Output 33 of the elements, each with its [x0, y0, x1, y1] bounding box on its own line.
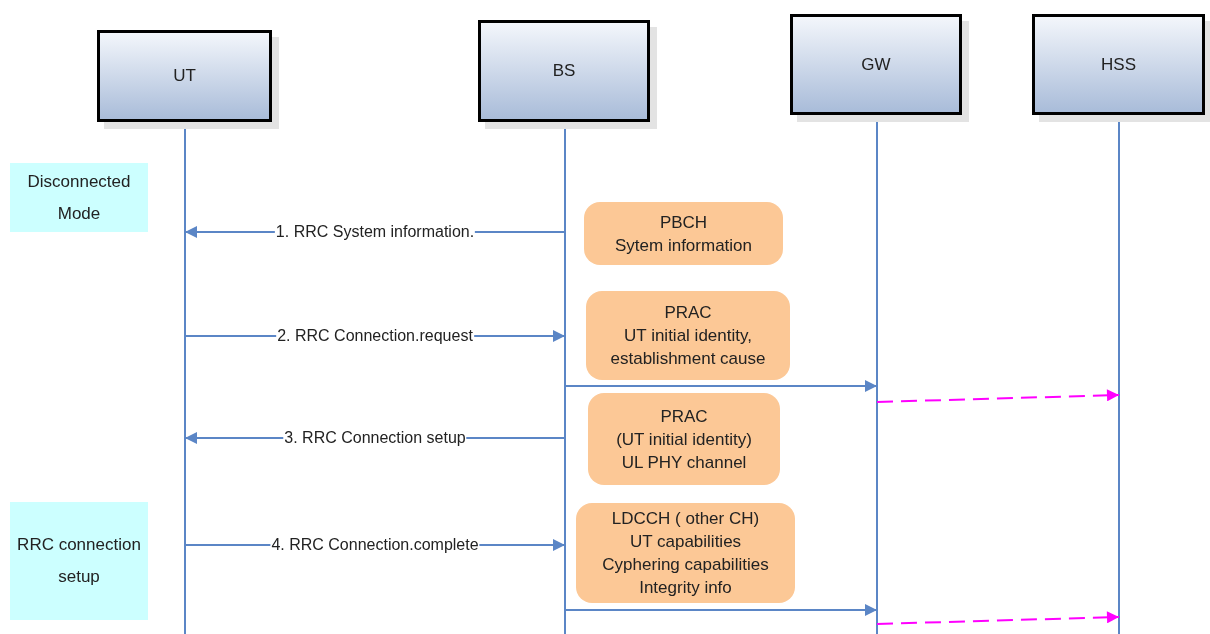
node-text: UT initial identity, establishment cause — [609, 325, 767, 370]
channel-box — [588, 393, 780, 485]
message-arrow — [876, 389, 1120, 403]
channel-box — [584, 202, 783, 265]
node-text: PBCH — [659, 211, 708, 234]
edge-label: 1. RRC System information. — [274, 223, 476, 241]
node-text: Cyphering capabilities — [602, 554, 769, 576]
edge-label: 2. RRC Connection.request — [276, 327, 474, 345]
node-text: PRAC — [660, 405, 708, 428]
message-arrow — [184, 432, 566, 444]
node-text: Sytem information — [615, 234, 752, 257]
node-text: (UT initial identity) — [616, 428, 752, 451]
node-text: RRC connection setup — [16, 534, 142, 588]
node-text: Disconnected Mode — [26, 170, 132, 225]
node-text: Integrity info — [639, 577, 732, 599]
node-text: UT — [173, 66, 196, 86]
channel-box — [586, 291, 790, 380]
edge-label: 4. RRC Connection.complete — [270, 536, 480, 554]
node-text: PRAC — [664, 302, 712, 324]
node-text: HSS — [1101, 54, 1136, 75]
message-arrow — [564, 604, 878, 616]
node-text: GW — [861, 54, 891, 75]
node-text: UT capabilities — [629, 531, 742, 553]
state-note — [10, 502, 148, 620]
edge-label: 3. RRC Connection setup — [283, 429, 467, 447]
node-text: UL PHY channel — [621, 451, 747, 474]
message-arrow — [876, 611, 1120, 625]
message-arrow — [184, 330, 566, 342]
state-note — [10, 163, 148, 232]
message-arrow — [564, 380, 878, 392]
channel-box — [576, 503, 795, 603]
node-text: BS — [552, 61, 576, 81]
node-text: LDCCH ( other CH) — [611, 508, 760, 530]
